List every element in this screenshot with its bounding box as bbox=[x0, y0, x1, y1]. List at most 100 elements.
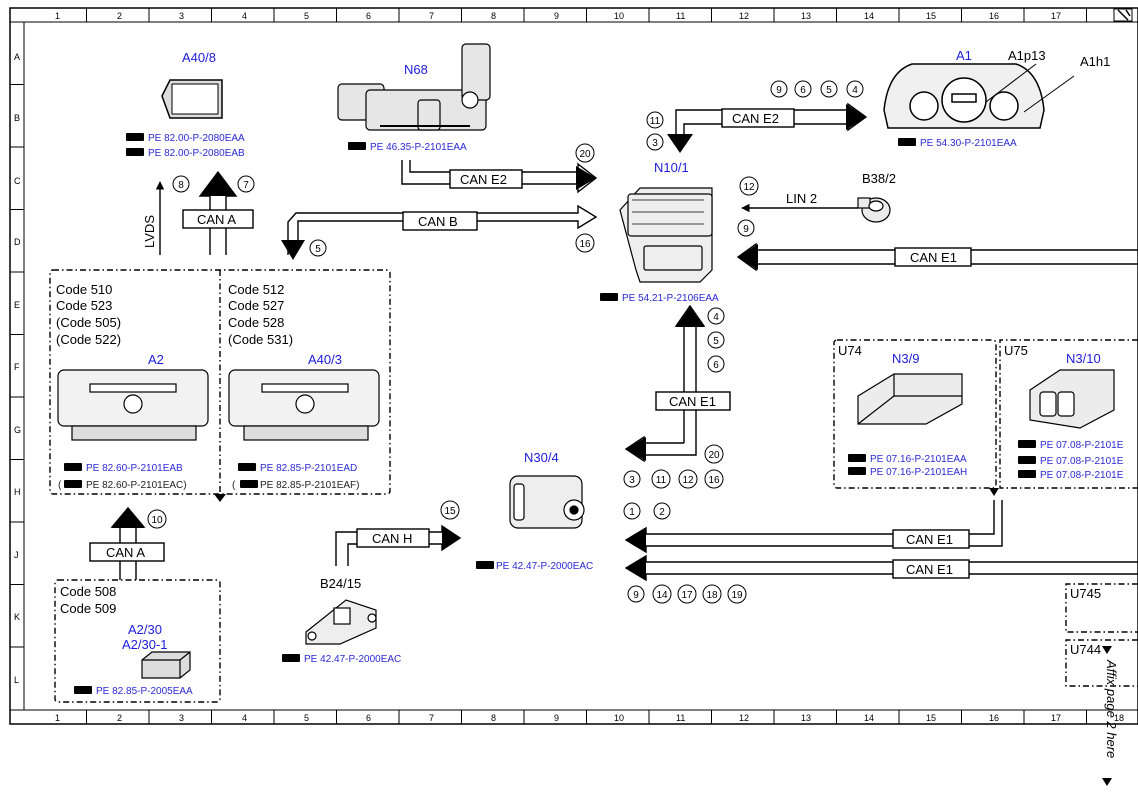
col-label-bottom-1: 1 bbox=[55, 713, 60, 723]
connector-1: 1 bbox=[629, 507, 635, 518]
a40-8-display-image bbox=[161, 79, 223, 119]
column-ticks-top bbox=[86, 8, 1087, 22]
ref-n68[interactable]: PE 46.35-P-2101EAA bbox=[370, 142, 467, 153]
label-u745: U745 bbox=[1070, 586, 1101, 601]
row-label-b: B bbox=[14, 113, 20, 123]
connector-k19: 19 bbox=[731, 590, 743, 601]
n3-9-ecu-image bbox=[857, 373, 963, 425]
bus-label-can-a-bottom: CAN A bbox=[106, 545, 145, 560]
ref-n30-4[interactable]: PE 42.47-P-2000EAC bbox=[496, 561, 593, 572]
col-label-bottom-5: 5 bbox=[304, 713, 309, 723]
label-b24-15: B24/15 bbox=[320, 576, 361, 591]
col-label-bottom-18: 18 bbox=[1114, 713, 1124, 723]
row-label-l: L bbox=[14, 675, 19, 685]
label-a1h1: A1h1 bbox=[1080, 54, 1110, 69]
col-label-bottom-4: 4 bbox=[242, 713, 247, 723]
dashed-boxes bbox=[49, 269, 1138, 703]
ref-n3-10-3[interactable]: PE 07.08-P-2101E bbox=[1040, 470, 1124, 481]
label-n30-4: N30/4 bbox=[524, 450, 559, 465]
ref-a1[interactable]: PE 54.30-P-2101EAA bbox=[920, 138, 1017, 149]
col-label-7: 7 bbox=[429, 11, 434, 21]
col-label-12: 12 bbox=[739, 11, 749, 21]
col-label-16: 16 bbox=[989, 11, 999, 21]
col-label-bottom-10: 10 bbox=[614, 713, 624, 723]
row-label-g: G bbox=[14, 425, 21, 435]
ref-a2-2-open: ( bbox=[58, 480, 62, 491]
ref-a40-8-1[interactable]: PE 82.00-P-2080EAA bbox=[148, 133, 245, 144]
connector-k17: 17 bbox=[681, 590, 693, 601]
bus-label-can-e1-k: CAN E1 bbox=[906, 562, 953, 577]
label-a40-3: A40/3 bbox=[308, 352, 342, 367]
affix-arrow-top-icon bbox=[1102, 646, 1112, 654]
a2-code-list: Code 510 Code 523 (Code 505) (Code 522) bbox=[56, 282, 121, 347]
a2-30-code-2: Code 509 bbox=[60, 601, 116, 616]
ref-n3-9-2[interactable]: PE 07.16-P-2101EAH bbox=[870, 467, 967, 478]
a2-code-1: Code 510 bbox=[56, 282, 112, 297]
label-n3-9: N3/9 bbox=[892, 351, 919, 366]
row-label-e: E bbox=[14, 300, 20, 310]
row-label-k: K bbox=[14, 612, 20, 622]
ref-a40-3-1[interactable]: PE 82.85-P-2101EAD bbox=[260, 463, 357, 474]
b24-15-sensor-image bbox=[305, 599, 377, 645]
label-a40-8: A40/8 bbox=[182, 50, 216, 65]
label-a2: A2 bbox=[148, 352, 164, 367]
label-b38-2: B38/2 bbox=[862, 171, 896, 186]
bus-label-can-e2-top: CAN E2 bbox=[732, 111, 779, 126]
row-label-h: H bbox=[14, 487, 21, 497]
ref-n10-1[interactable]: PE 54.21-P-2106EAA bbox=[622, 293, 719, 304]
a40-3-code-4: (Code 531) bbox=[228, 332, 293, 347]
a2-radio-image bbox=[57, 369, 209, 441]
ref-n3-9-1[interactable]: PE 07.16-P-2101EAA bbox=[870, 454, 967, 465]
ref-a40-3-2[interactable]: PE 82.85-P-2101EAF) bbox=[260, 480, 360, 491]
n3-10-ecu-image bbox=[1029, 369, 1115, 429]
bus-label-can-e2-n68: CAN E2 bbox=[460, 172, 507, 187]
row-label-a: A bbox=[14, 52, 20, 62]
col-label-bottom-16: 16 bbox=[989, 713, 999, 723]
col-label-bottom-13: 13 bbox=[801, 713, 811, 723]
a1-instrument-cluster-image bbox=[883, 63, 1075, 129]
ref-a2-2[interactable]: PE 82.60-P-2101EAC) bbox=[86, 480, 187, 491]
col-label-bottom-12: 12 bbox=[739, 713, 749, 723]
label-a2-30-1: A2/30-1 bbox=[122, 637, 168, 652]
bus-label-boxes bbox=[89, 108, 972, 579]
ref-a2-30[interactable]: PE 82.85-P-2005EAA bbox=[96, 686, 193, 697]
col-label-1: 1 bbox=[55, 11, 60, 21]
row-ticks bbox=[10, 84, 24, 648]
connector-10: 10 bbox=[151, 515, 163, 526]
ref-a40-3-2-open: ( bbox=[232, 480, 236, 491]
a40-3-code-3: Code 528 bbox=[228, 315, 284, 330]
connector-k14: 14 bbox=[656, 590, 668, 601]
col-label-2: 2 bbox=[117, 11, 122, 21]
col-label-bottom-8: 8 bbox=[491, 713, 496, 723]
col-label-5: 5 bbox=[304, 11, 309, 21]
connector-b-12: 12 bbox=[682, 475, 694, 486]
connector-e2-6: 6 bbox=[800, 85, 806, 96]
connector-circles bbox=[147, 80, 864, 604]
connector-k9: 9 bbox=[633, 590, 639, 601]
col-label-3: 3 bbox=[179, 11, 184, 21]
connector-b-20: 20 bbox=[708, 450, 720, 461]
col-label-13: 13 bbox=[801, 11, 811, 21]
ref-a40-8-2[interactable]: PE 82.00-P-2080EAB bbox=[148, 148, 245, 159]
ref-a2-1[interactable]: PE 82.60-P-2101EAB bbox=[86, 463, 183, 474]
row-label-c: C bbox=[14, 176, 21, 186]
col-label-bottom-9: 9 bbox=[554, 713, 559, 723]
ref-n3-10-2[interactable]: PE 07.08-P-2101E bbox=[1040, 456, 1124, 467]
a40-3-code-1: Code 512 bbox=[228, 282, 284, 297]
col-label-9: 9 bbox=[554, 11, 559, 21]
ref-b24-15[interactable]: PE 42.47-P-2000EAC bbox=[304, 654, 401, 665]
connector-e1-6: 6 bbox=[713, 360, 719, 371]
ref-n3-10-1[interactable]: PE 07.08-P-2101E bbox=[1040, 440, 1124, 451]
col-label-bottom-3: 3 bbox=[179, 713, 184, 723]
bus-label-lin2: LIN 2 bbox=[786, 191, 817, 206]
connector-7: 7 bbox=[243, 180, 249, 191]
bus-label-can-h: CAN H bbox=[372, 531, 412, 546]
col-label-bottom-11: 11 bbox=[676, 713, 685, 723]
connector-8: 8 bbox=[178, 180, 184, 191]
label-n68: N68 bbox=[404, 62, 428, 77]
col-label-14: 14 bbox=[864, 11, 874, 21]
label-u744: U744 bbox=[1070, 642, 1101, 657]
connector-e2-5: 5 bbox=[826, 85, 832, 96]
col-label-4: 4 bbox=[242, 11, 247, 21]
